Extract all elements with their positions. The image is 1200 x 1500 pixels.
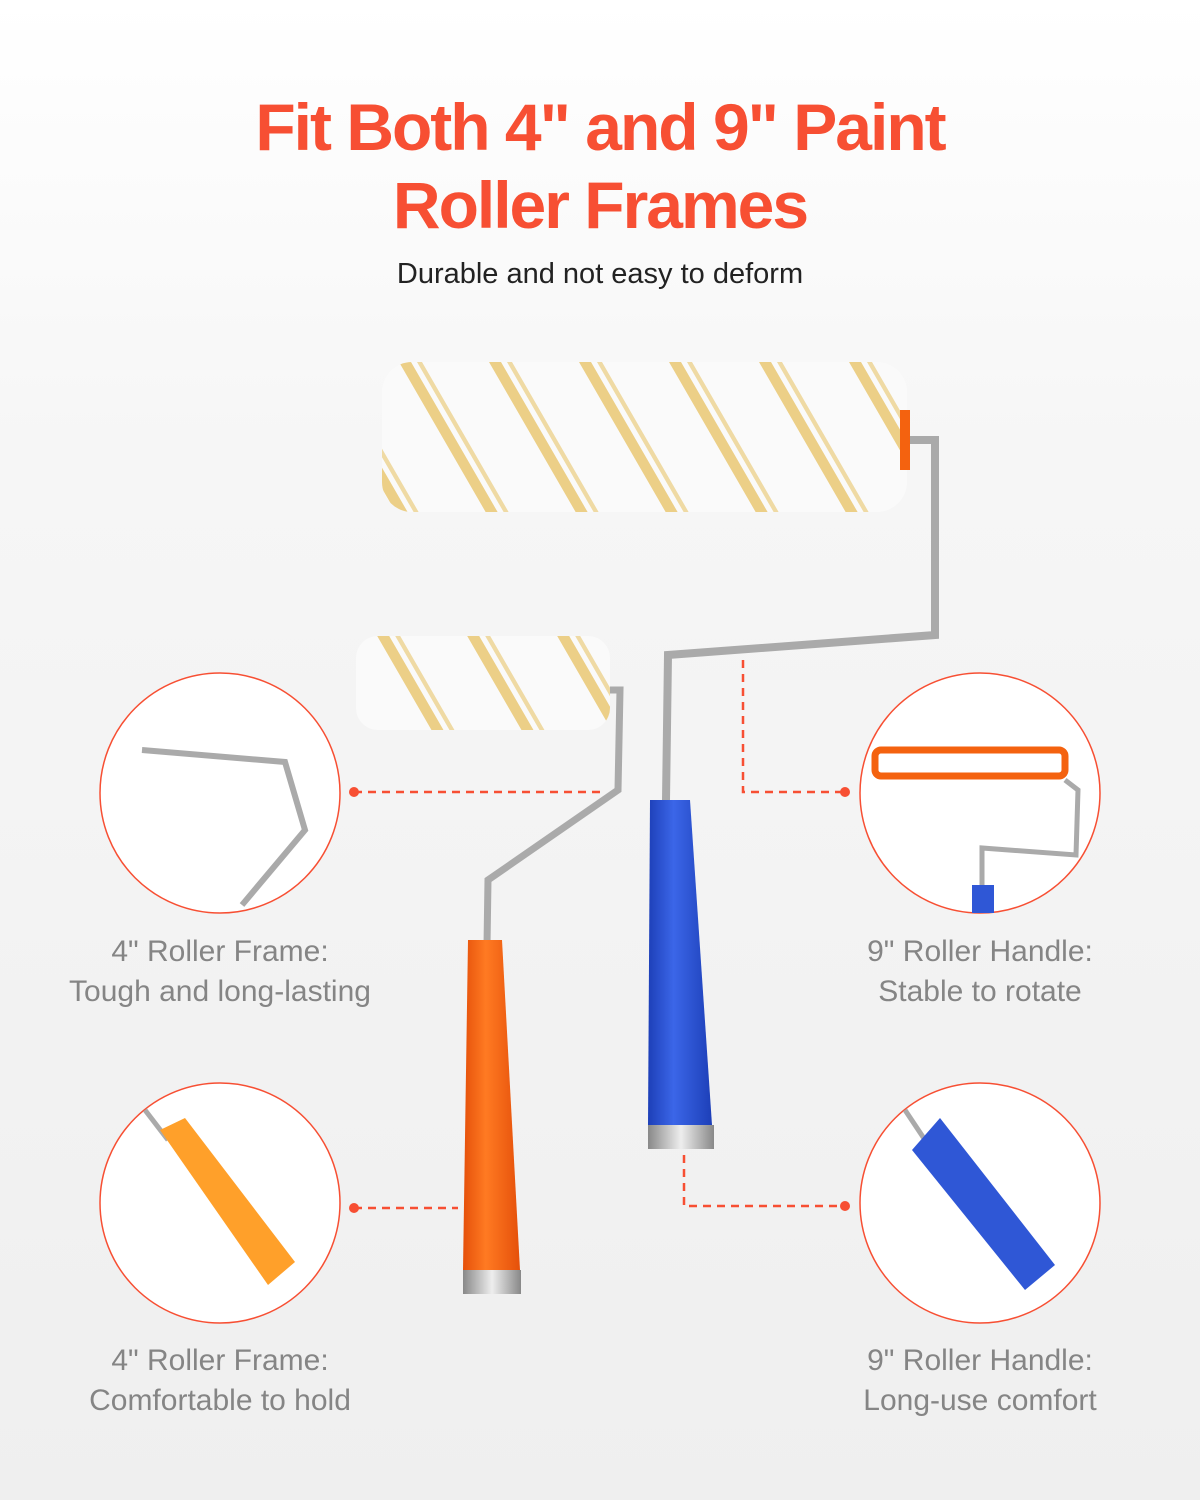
callout-frame-toughness: 4" Roller Frame: Tough and long-lasting: [20, 932, 420, 1012]
headline-line-1: Fit Both 4" and 9" Paint: [255, 90, 946, 164]
callout-handle-rotation: 9" Roller Handle: Stable to rotate: [780, 932, 1180, 1012]
detail-circle-rotating-cage: [859, 672, 1101, 914]
callout-handle-comfort: 9" Roller Handle: Long-use comfort: [780, 1341, 1180, 1421]
detail-circle-blue-grip: [859, 1082, 1101, 1324]
detail-circle-orange-grip: [99, 1082, 341, 1324]
headline-line-2: Roller Frames: [392, 168, 809, 242]
headline: Fit Both 4" and 9" Paint Roller Frames: [0, 88, 1200, 244]
callout-title: 9" Roller Handle:: [867, 935, 1093, 968]
callout-title: 4" Roller Frame:: [111, 935, 329, 968]
nine-inch-roller: [382, 362, 939, 1149]
callout-text: Tough and long-lasting: [69, 975, 371, 1008]
callout-title: 4" Roller Frame:: [111, 1344, 329, 1377]
callout-title: 9" Roller Handle:: [867, 1344, 1093, 1377]
subtitle: Durable and not easy to deform: [396, 258, 804, 290]
connector-lines: [354, 660, 845, 1210]
callout-text: Long-use comfort: [863, 1384, 1097, 1417]
detail-circle-frame: [99, 672, 341, 914]
callout-text: Stable to rotate: [878, 975, 1082, 1008]
callout-text: Comfortable to hold: [89, 1384, 351, 1417]
callout-frame-grip: 4" Roller Frame: Comfortable to hold: [20, 1341, 420, 1421]
four-inch-roller: [356, 636, 624, 1294]
